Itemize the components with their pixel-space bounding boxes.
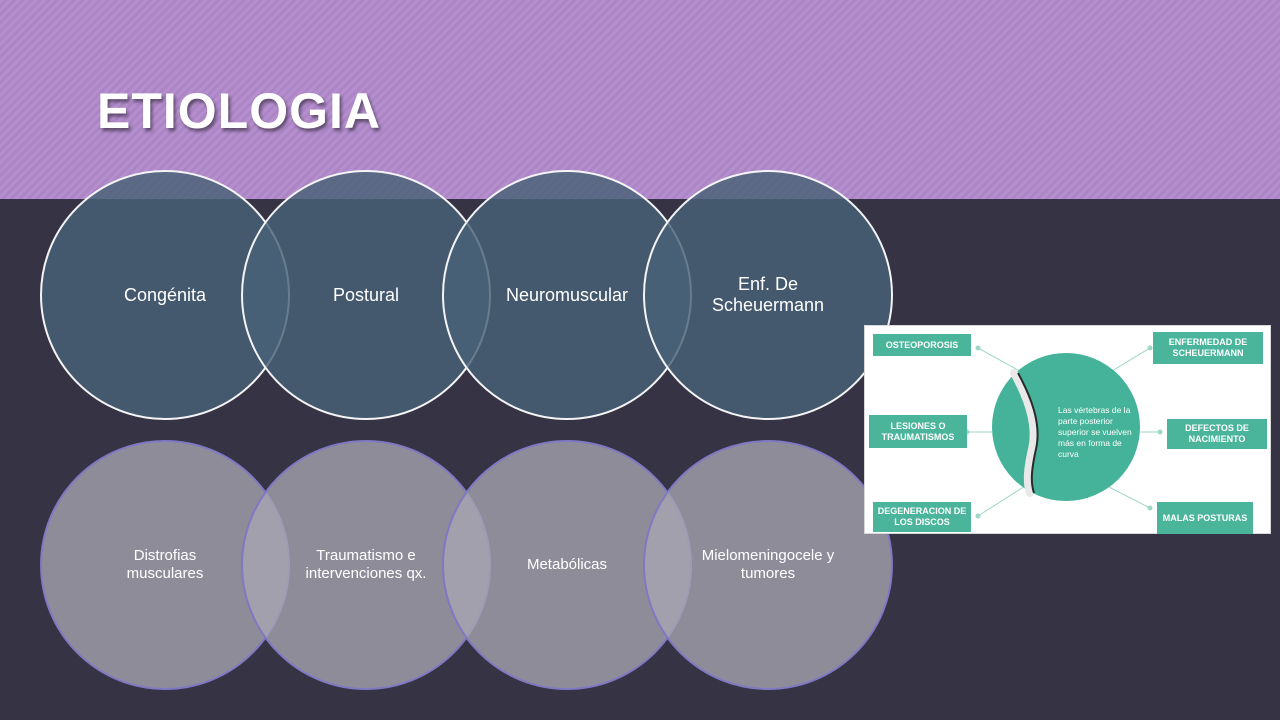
cause-label: Traumatismo e intervenciones qx.: [305, 547, 427, 582]
cause-circle-scheuermann: Enf. De Scheuermann: [643, 170, 893, 420]
spine-circle: Las vértebras de la parte posterior supe…: [992, 353, 1140, 501]
spine-description: Las vértebras de la parte posterior supe…: [1058, 405, 1132, 459]
cause-circle-mielomeningocele: Mielomeningocele y tumores: [643, 440, 893, 690]
degeneracion-box: DEGENERACION DE LOS DISCOS: [873, 502, 971, 532]
cause-label: Enf. De Scheuermann: [711, 274, 825, 315]
title-banner: [0, 0, 1280, 199]
spine-infographic: OSTEOPOROSIS LESIONES O TRAUMATISMOS DEG…: [864, 325, 1271, 534]
cause-label: Mielomeningocele y tumores: [701, 547, 835, 582]
osteoporosis-box: OSTEOPOROSIS: [873, 334, 971, 356]
scheuermann-box: ENFERMEDAD DE SCHEUERMANN: [1153, 332, 1263, 364]
malas-posturas-box: MALAS POSTURAS: [1157, 502, 1253, 534]
cause-label: Metabólicas: [526, 556, 608, 573]
lesiones-box: LESIONES O TRAUMATISMOS: [869, 415, 967, 448]
cause-label: Postural: [332, 284, 400, 305]
spine-icon: [1010, 369, 1039, 497]
cause-label: Congénita: [123, 284, 207, 305]
slide-title: ETIOLOGIA: [97, 83, 381, 139]
cause-label: Distrofias musculares: [126, 547, 204, 582]
defectos-box: DEFECTOS DE NACIMIENTO: [1167, 419, 1267, 449]
cause-label: Neuromuscular: [505, 284, 629, 305]
